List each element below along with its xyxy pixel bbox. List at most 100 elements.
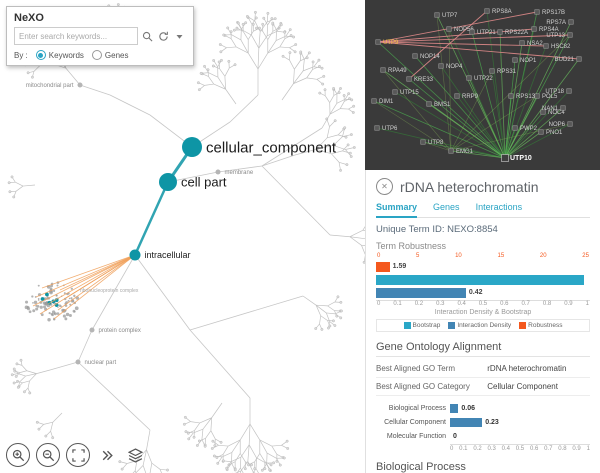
network-label-DIM1: DIM1 xyxy=(379,99,394,105)
network-label-UTP13: UTP13 xyxy=(546,33,565,39)
zoom-out-icon xyxy=(42,449,55,462)
go-bar-1 xyxy=(450,418,482,427)
network-label-NOP4: NOP4 xyxy=(446,64,463,70)
radio-keywords-label: Keywords xyxy=(49,51,84,60)
network-node-DIM1[interactable] xyxy=(372,99,377,104)
network-node-UTP10[interactable] xyxy=(502,155,509,162)
network-label-PWP2: PWP2 xyxy=(520,126,538,132)
radio-genes-icon xyxy=(92,50,102,60)
network-label-NOP6: NOP6 xyxy=(549,122,566,128)
network-node-RPS13[interactable] xyxy=(509,94,514,99)
ontology-node-membrane[interactable] xyxy=(216,170,221,175)
bar-bootstrap xyxy=(376,275,584,285)
network-node-UTP22[interactable] xyxy=(467,76,472,81)
network-node-HSC82[interactable] xyxy=(544,44,549,49)
detail-tabs: Summary Genes Interactions xyxy=(376,200,590,218)
search-icon[interactable] xyxy=(141,30,154,43)
ontology-node-protein_complex[interactable] xyxy=(90,328,95,333)
network-node-KRE33[interactable] xyxy=(407,77,412,82)
network-node-RPA49[interactable] xyxy=(381,68,386,73)
network-node-RPS4A[interactable] xyxy=(532,27,537,32)
interaction-network-panel[interactable]: UTP9UTP7RPS8ARPS17BRPS7ANOP56UTP21RPS22A… xyxy=(365,0,600,170)
network-label-UTP6: UTP6 xyxy=(382,126,398,132)
network-node-UTP15[interactable] xyxy=(393,90,398,95)
network-node-EMG1[interactable] xyxy=(449,149,454,154)
network-label-UTP10: UTP10 xyxy=(510,155,532,162)
network-node-RPS22A[interactable] xyxy=(498,30,503,35)
go-category-row: Best Aligned GO Category Cellular Compon… xyxy=(376,378,590,396)
network-label-RPS22A: RPS22A xyxy=(505,30,528,36)
ontology-node-nuclear_part[interactable] xyxy=(76,360,81,365)
ontology-label-membrane: membrane xyxy=(225,170,254,176)
network-label-RPS17B: RPS17B xyxy=(542,10,565,16)
network-node-PNO1[interactable] xyxy=(539,130,544,135)
network-node-POL5[interactable] xyxy=(535,94,540,99)
ontology-label-cell_part: cell part xyxy=(181,175,227,190)
ontology-canvas[interactable]: cellular_componentcell part intracellular… xyxy=(0,0,365,473)
network-node-UTP18[interactable] xyxy=(567,89,572,94)
go-term-value: rDNA heterochromatin xyxy=(487,364,566,373)
tab-interactions[interactable]: Interactions xyxy=(476,200,523,217)
network-node-NAN1[interactable] xyxy=(561,106,566,111)
network-label-NOP1: NOP1 xyxy=(520,58,537,64)
robustness-bottom-axis: 00.10.20.30.40.50.60.70.80.91 xyxy=(376,300,590,307)
radio-keywords-icon xyxy=(36,50,46,60)
robustness-bars: 1.590.42 xyxy=(376,261,590,298)
network-label-UTP7: UTP7 xyxy=(442,13,458,19)
fit-view-button[interactable] xyxy=(66,443,90,467)
collapse-tree-button[interactable] xyxy=(96,444,118,466)
network-node-NOP1[interactable] xyxy=(513,58,518,63)
view-controls xyxy=(6,443,146,467)
network-label-NOP14: NOP14 xyxy=(420,54,440,60)
network-node-RPS7A[interactable] xyxy=(569,20,574,25)
network-label-UTP22: UTP22 xyxy=(474,76,493,82)
tab-genes[interactable]: Genes xyxy=(433,200,460,217)
radio-keywords[interactable]: Keywords xyxy=(36,50,84,60)
collapse-tree-icon xyxy=(100,448,115,463)
network-label-NAN1: NAN1 xyxy=(542,106,559,112)
reset-icon[interactable] xyxy=(157,30,170,43)
network-node-UTP6[interactable] xyxy=(375,126,380,131)
fit-view-icon xyxy=(72,449,85,462)
network-node-UTP9[interactable] xyxy=(376,40,381,45)
ontology-node-intracellular[interactable] xyxy=(130,250,141,261)
layers-button[interactable] xyxy=(124,444,146,466)
app-title: NeXO xyxy=(14,12,186,24)
term-detail-panel: ✕ rDNA heterochromatin Summary Genes Inter… xyxy=(365,170,600,473)
ontology-label-cellular_component: cellular_component xyxy=(206,139,337,156)
ontology-node-cell_part[interactable] xyxy=(159,173,177,191)
go-category-value: Cellular Component xyxy=(487,382,558,391)
network-node-UTP21[interactable] xyxy=(470,30,475,35)
network-node-RPS31[interactable] xyxy=(490,69,495,74)
network-node-UTP13[interactable] xyxy=(568,33,573,38)
search-input[interactable] xyxy=(14,27,138,45)
network-node-NOP6[interactable] xyxy=(568,122,573,127)
tab-summary[interactable]: Summary xyxy=(376,200,417,218)
ontology-label-ribonucleoprotein_complex: ribonucleoprotein complex xyxy=(80,288,139,294)
zoom-out-button[interactable] xyxy=(36,443,60,467)
network-node-NOP56[interactable] xyxy=(447,27,452,32)
radio-genes[interactable]: Genes xyxy=(92,50,129,60)
network-node-BUD21[interactable] xyxy=(577,57,582,62)
network-node-RPS17B[interactable] xyxy=(535,10,540,15)
network-node-RRP9[interactable] xyxy=(455,94,460,99)
network-node-UTP7[interactable] xyxy=(435,13,440,18)
ontology-label-nuclear_part: nuclear part xyxy=(85,360,117,366)
network-node-NSA2[interactable] xyxy=(520,41,525,46)
ontology-node-cellular_component[interactable] xyxy=(182,137,202,157)
network-node-NOP4[interactable] xyxy=(439,64,444,69)
ontology-label-intracellular: intracellular xyxy=(145,250,191,260)
radio-genes-label: Genes xyxy=(105,51,129,60)
network-node-PWP2[interactable] xyxy=(513,126,518,131)
network-node-BMS1[interactable] xyxy=(427,102,432,107)
biological-process-heading: Biological Process xyxy=(376,461,590,473)
network-label-UTP18: UTP18 xyxy=(545,89,564,95)
caret-down-icon[interactable] xyxy=(173,30,186,43)
network-node-RPS8A[interactable] xyxy=(485,9,490,14)
close-icon[interactable]: ✕ xyxy=(376,178,393,195)
zoom-in-button[interactable] xyxy=(6,443,30,467)
network-label-UTP8: UTP8 xyxy=(428,140,444,146)
network-node-UTP8[interactable] xyxy=(421,140,426,145)
ontology-node-mitochondrial_part[interactable] xyxy=(78,83,83,88)
network-node-NOP14[interactable] xyxy=(413,54,418,59)
